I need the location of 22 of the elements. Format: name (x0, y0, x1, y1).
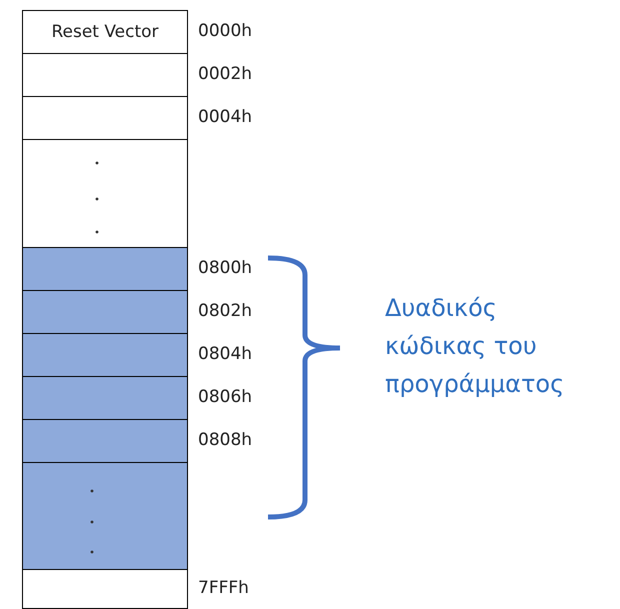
memory-cell (22, 96, 188, 140)
address-label: 0802h (198, 300, 252, 320)
address-label: 0804h (198, 344, 252, 364)
memory-cell (22, 53, 188, 98)
memory-cell (22, 290, 188, 334)
address-label: 0806h (198, 386, 252, 406)
address-label: 0800h (198, 258, 252, 278)
memory-cell (22, 376, 188, 420)
memory-cell (22, 419, 188, 464)
memory-cell (22, 462, 188, 570)
memory-cell (22, 10, 188, 54)
address-label: 0004h (198, 106, 252, 126)
memory-cell (22, 569, 188, 609)
cell-label: Reset Vector (51, 22, 159, 42)
memory-cell (22, 333, 188, 378)
address-label: 0002h (198, 64, 252, 84)
memory-cell (22, 247, 188, 292)
memory-cell (22, 139, 188, 248)
annotation-text: Δυαδικός κώδικας του προγράμματος (385, 293, 566, 400)
address-label: 0808h (198, 430, 252, 450)
address-label: 7FFFh (198, 578, 249, 598)
address-label: 0000h (198, 20, 252, 40)
